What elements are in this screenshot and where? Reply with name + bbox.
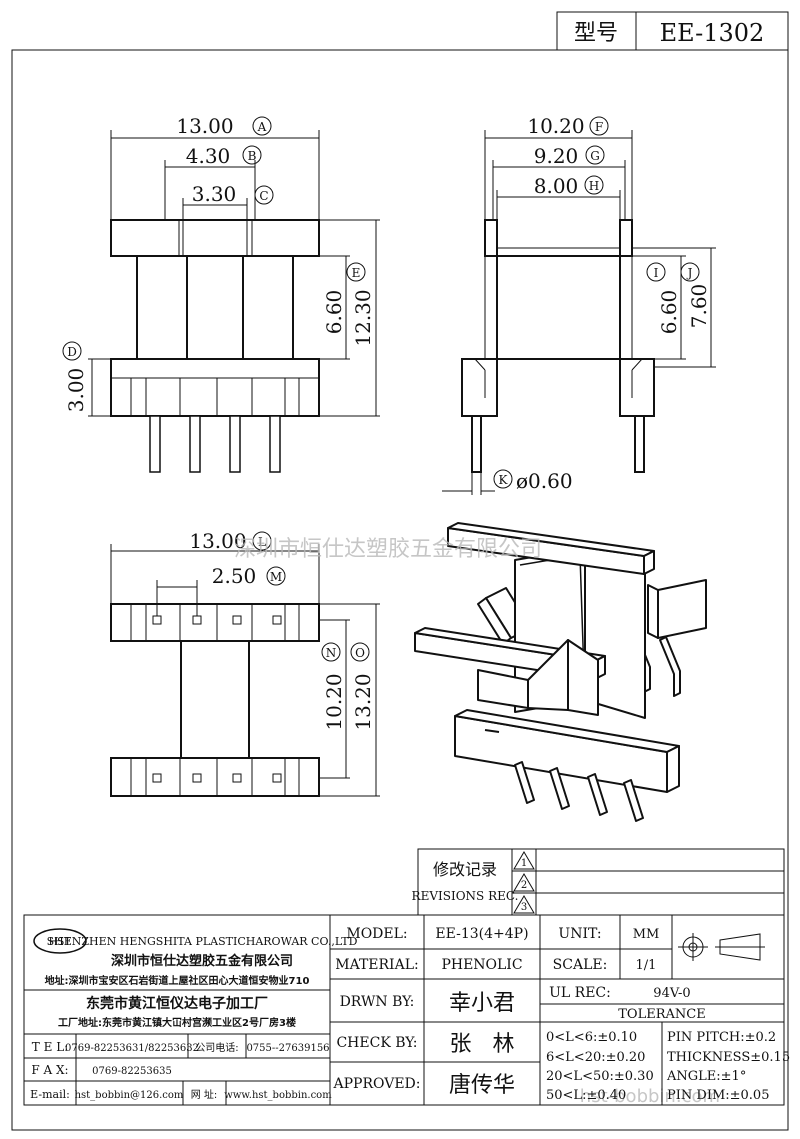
dim-f-ref: F — [595, 120, 603, 134]
ul-label: UL REC: — [549, 985, 611, 1001]
dim-j: 7.60 — [687, 284, 711, 329]
factory-name: 东莞市黄江恒仪达电子加工厂 — [86, 995, 268, 1012]
thickness: THICKNESS±0.15 — [667, 1050, 790, 1065]
check-value: 张 林 — [450, 1032, 515, 1057]
company-logo — [33, 928, 87, 954]
phone-label: 公司电话: — [195, 1041, 238, 1054]
dim-e2: 12.30 — [351, 289, 375, 346]
dim-a-ref: A — [257, 120, 267, 134]
revisions-block: 修改记录 REVISIONS REC. 1 2 3 — [412, 848, 785, 916]
bottom-view: 13.00 L 2.50 M 10.20 N 13.20 O — [110, 529, 380, 797]
side-view: 10.20 F 9.20 G 8.00 H 6.60 I 7.60 J K ø0… — [442, 114, 716, 495]
fax-label: F A X: — [31, 1063, 68, 1077]
pin-pitch: PIN PITCH:±0.2 — [667, 1030, 776, 1045]
unit-value: MM — [633, 927, 660, 942]
dim-e: 6.60 — [322, 290, 346, 335]
approved-value: 唐传华 — [449, 1073, 515, 1098]
dim-j-ref: J — [686, 266, 693, 280]
isometric-view — [414, 522, 707, 822]
revisions-title: 修改记录 — [433, 860, 497, 879]
dim-n-ref: N — [326, 646, 337, 660]
approved-label: APPROVED: — [333, 1076, 421, 1092]
check-label: CHECK BY: — [336, 1035, 417, 1051]
dim-g-ref: G — [590, 149, 600, 163]
company-name-en: SHENZHEN HENGSHITA PLASTICHAROWAR CO.,LT… — [47, 935, 358, 948]
web-label: 网 址: — [191, 1088, 218, 1101]
drawing-frame — [11, 49, 789, 1131]
tol-1: 0<L<6:±0.10 — [546, 1030, 637, 1045]
company-address: 地址:深圳市宝安区石岩街道上屋社区田心大道恒安物业710 — [45, 974, 310, 987]
dim-o-ref: O — [355, 646, 365, 660]
projection-symbol-icon — [678, 933, 765, 961]
dim-b: 4.30 — [186, 144, 231, 168]
material-label: MATERIAL: — [335, 957, 418, 973]
type-label: 型号 — [574, 21, 618, 46]
unit-label: UNIT: — [558, 926, 601, 942]
dim-f: 10.20 — [527, 114, 584, 138]
dim-l: 13.00 — [189, 529, 246, 553]
dim-h: 8.00 — [534, 174, 579, 198]
tel-label: T E L: — [32, 1040, 68, 1054]
dim-g: 9.20 — [534, 144, 579, 168]
dim-i-ref: I — [654, 266, 659, 280]
company-name-cn: 深圳市恒仕达塑胶五金有限公司 — [111, 953, 293, 969]
drawn-value: 幸小君 — [449, 991, 515, 1016]
dim-e-ref: E — [352, 266, 361, 280]
title-header: 型号 EE-1302 — [556, 11, 789, 51]
watermark-cn: 深圳市恒仕达塑胶五金有限公司 — [234, 537, 542, 562]
scale-value: 1/1 — [636, 958, 657, 973]
model-code: EE-1302 — [660, 19, 765, 47]
title-block: HST SHENZHEN HENGSHITA PLASTICHAROWAR CO… — [23, 914, 790, 1106]
model-value: EE-13(4+4P) — [435, 926, 528, 942]
fax-value: 0769-82253635 — [92, 1066, 172, 1077]
dim-k: ø0.60 — [516, 469, 573, 493]
dim-l-ref: L — [258, 535, 266, 549]
web-value: www.hst_bobbin.com — [224, 1090, 332, 1101]
material-value: PHENOLIC — [441, 957, 522, 973]
dim-m: 2.50 — [212, 564, 257, 588]
dim-n: 10.20 — [322, 673, 346, 730]
dim-d-ref: D — [67, 345, 77, 359]
scale-label: SCALE: — [553, 957, 608, 973]
dim-c-ref: C — [259, 189, 268, 203]
dim-i: 6.60 — [657, 290, 681, 335]
tol-3: 20<L<50:±0.30 — [546, 1069, 654, 1084]
email-label: E-mail: — [30, 1088, 70, 1101]
rev-3: 3 — [521, 902, 527, 913]
angle: ANGLE:±1° — [666, 1069, 746, 1084]
watermark-url: hst-bobbin.com — [580, 1086, 720, 1107]
dim-k-ref: K — [499, 473, 509, 487]
phone-value: 0755--27639156 — [246, 1043, 329, 1054]
dim-c: 3.30 — [192, 182, 237, 206]
factory-address: 工厂地址:东莞市黄江镇大冚村宫濒工业区2号厂房3楼 — [58, 1016, 296, 1029]
ul-value: 94V-0 — [653, 986, 690, 1001]
rev-2: 2 — [521, 880, 527, 891]
dim-b-ref: B — [248, 149, 257, 163]
tel-value: 0769-82253631/82253632 — [65, 1043, 199, 1054]
dim-h-ref: H — [589, 179, 599, 193]
tol-4: 50<L:±0.40 — [546, 1088, 626, 1103]
rev-1: 1 — [521, 858, 527, 869]
dim-m-ref: M — [270, 570, 282, 584]
dim-d: 3.00 — [64, 368, 88, 413]
dim-a: 13.00 — [176, 114, 233, 138]
tolerance-title: TOLERANCE — [618, 1007, 705, 1022]
email-value: hst_bobbin@126.com — [75, 1090, 184, 1101]
revisions-subtitle: REVISIONS REC. — [412, 889, 519, 903]
front-view: 13.00 A 4.30 B 3.30 C 3.00 D 6.60 12.30 … — [62, 114, 380, 473]
pin-dim: PIN DIM:±0.05 — [667, 1088, 769, 1103]
drawn-label: DRWN BY: — [340, 994, 415, 1010]
tol-2: 6<L<20:±0.20 — [546, 1050, 645, 1065]
model-label: MODEL: — [346, 926, 407, 942]
company-logo-text: HST — [49, 935, 71, 948]
dim-o: 13.20 — [351, 673, 375, 730]
